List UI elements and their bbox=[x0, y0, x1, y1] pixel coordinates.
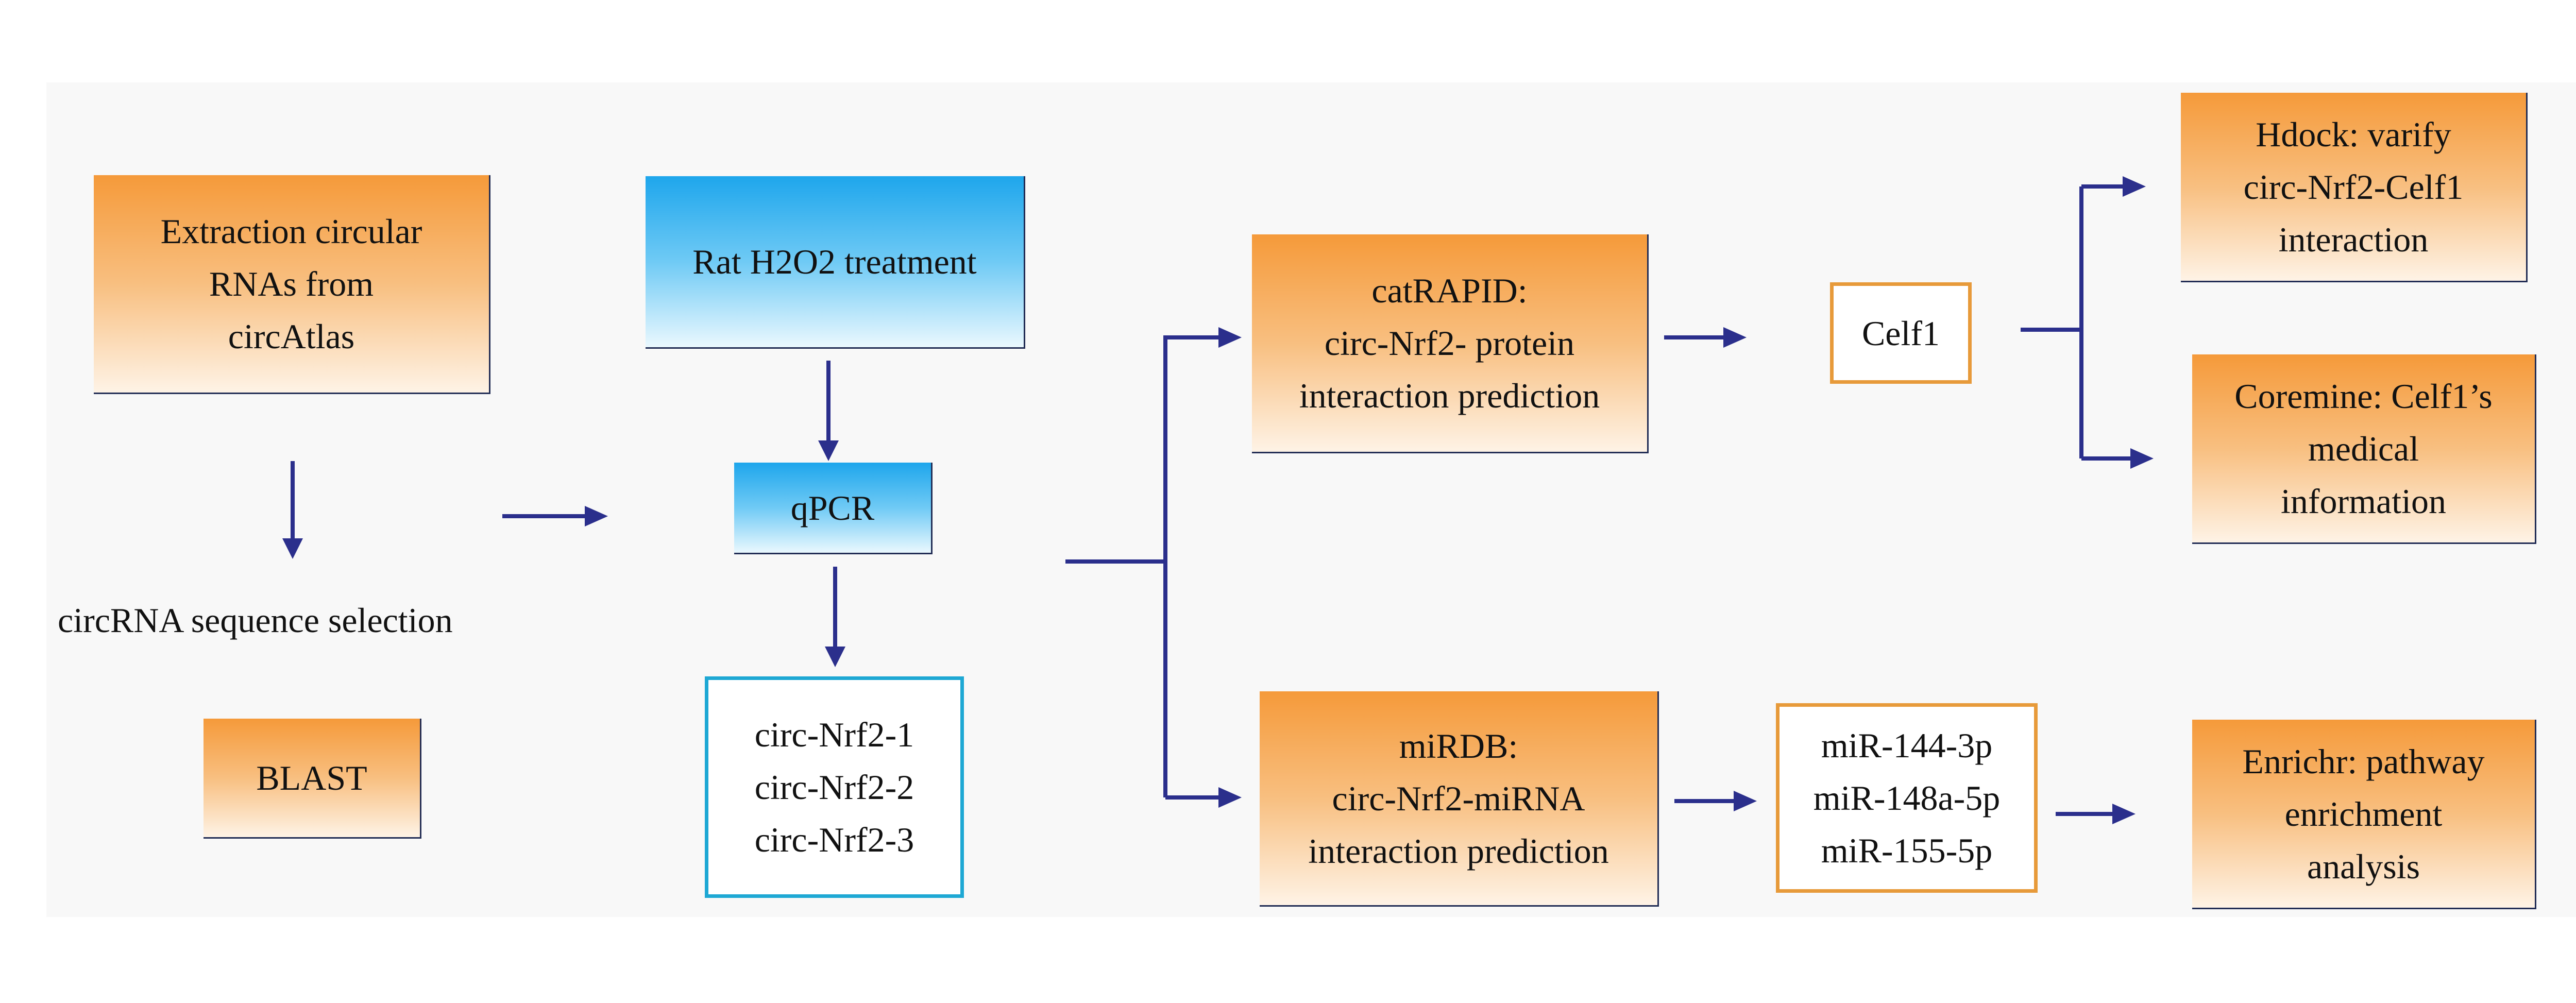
enrichr-line-1: Enrichr: pathway bbox=[2242, 741, 2485, 781]
arrowhead-celf1-top bbox=[2123, 176, 2146, 197]
arrowhead-mirdb-to-mirna bbox=[1734, 791, 1757, 811]
extraction-line-3: circAtlas bbox=[228, 317, 355, 356]
enrichr-box: Enrichr: pathway enrichment analysis bbox=[2192, 720, 2536, 909]
blast-box: BLAST bbox=[204, 719, 421, 839]
arrowhead-extraction-down bbox=[282, 538, 303, 559]
catrapid-line-2: circ-Nrf2- protein bbox=[1324, 324, 1575, 363]
mirdb-box: miRDB: circ-Nrf2-miRNA interaction predi… bbox=[1260, 691, 1659, 907]
celf1-label: Celf1 bbox=[1861, 313, 1940, 353]
arrowhead-branch-up bbox=[1218, 327, 1242, 348]
mirna-item-1: miR-144-3p bbox=[1821, 726, 1993, 765]
catrapid-line-1: catRAPID: bbox=[1371, 271, 1528, 310]
mirna-list-box: miR-144-3p miR-148a-5p miR-155-5p bbox=[1776, 703, 2038, 893]
coremine-box: Coremine: Celf1’s medical information bbox=[2192, 354, 2536, 544]
circ-list-box: circ-Nrf2-1 circ-Nrf2-2 circ-Nrf2-3 bbox=[705, 676, 964, 898]
circ-item-3: circ-Nrf2-3 bbox=[754, 820, 914, 859]
catrapid-line-3: interaction prediction bbox=[1299, 376, 1600, 415]
arrowhead-catrapid-to-celf1 bbox=[1723, 327, 1747, 348]
enrichr-line-2: enrichment bbox=[2284, 794, 2443, 834]
branch-up bbox=[1163, 335, 1218, 797]
rat-treatment-label: Rat H2O2 treatment bbox=[692, 242, 977, 281]
catrapid-box: catRAPID: circ-Nrf2- protein interaction… bbox=[1252, 234, 1649, 453]
coremine-line-1: Coremine: Celf1’s bbox=[2234, 376, 2493, 416]
circ-item-1: circ-Nrf2-1 bbox=[754, 715, 914, 754]
rat-treatment-box: Rat H2O2 treatment bbox=[646, 176, 1025, 349]
mirdb-line-3: interaction prediction bbox=[1308, 831, 1609, 871]
selection-label: circRNA sequence selection bbox=[58, 601, 453, 640]
blast-label: BLAST bbox=[256, 758, 367, 797]
arrowhead-celf1-bottom bbox=[2130, 448, 2154, 469]
coremine-line-3: information bbox=[2280, 481, 2447, 521]
arrowhead-to-qpcr bbox=[585, 506, 608, 526]
extraction-box: Extraction circular RNAs from circAtlas bbox=[94, 175, 490, 394]
circ-item-2: circ-Nrf2-2 bbox=[754, 768, 914, 807]
celf1-box: Celf1 bbox=[1830, 282, 1972, 384]
qpcr-label: qPCR bbox=[790, 488, 875, 528]
mirna-item-3: miR-155-5p bbox=[1821, 831, 1993, 870]
qpcr-box: qPCR bbox=[734, 463, 933, 554]
hdock-box: Hdock: varify circ-Nrf2-Celf1 interactio… bbox=[2181, 93, 2528, 282]
arrowhead-rat-to-qpcr bbox=[818, 440, 839, 461]
arrowhead-mirna-to-enrichr bbox=[2112, 804, 2136, 824]
hdock-line-2: circ-Nrf2-Celf1 bbox=[2243, 167, 2464, 207]
extraction-line-1: Extraction circular bbox=[160, 212, 422, 251]
mirna-item-2: miR-148a-5p bbox=[1813, 778, 2001, 818]
hdock-line-3: interaction bbox=[2278, 219, 2429, 259]
arrowhead-qpcr-to-list bbox=[825, 647, 845, 667]
mirdb-line-2: circ-Nrf2-miRNA bbox=[1332, 778, 1585, 818]
extraction-line-2: RNAs from bbox=[209, 264, 374, 303]
mirdb-line-1: miRDB: bbox=[1399, 726, 1518, 766]
arrowhead-branch-down bbox=[1218, 787, 1242, 808]
enrichr-line-3: analysis bbox=[2307, 846, 2420, 886]
coremine-line-2: medical bbox=[2308, 429, 2419, 468]
hdock-line-1: Hdock: varify bbox=[2256, 114, 2451, 154]
